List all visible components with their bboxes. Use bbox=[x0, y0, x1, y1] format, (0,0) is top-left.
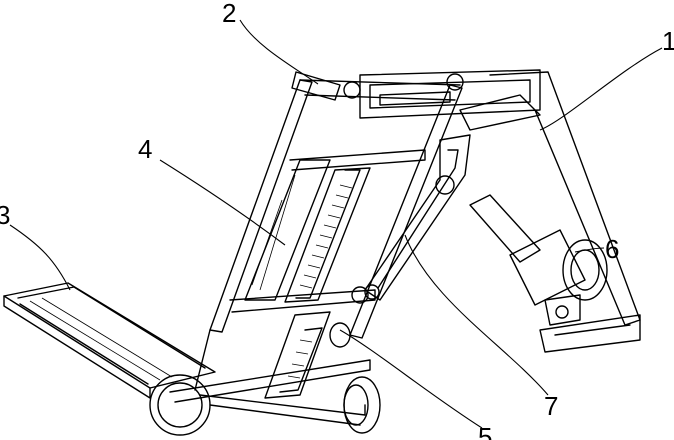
callout-6: 6 bbox=[605, 234, 619, 264]
callout-7: 7 bbox=[544, 391, 558, 421]
callout-5: 5 bbox=[478, 422, 492, 440]
pivot-link-arm bbox=[364, 134, 471, 301]
lift-carriage bbox=[264, 286, 369, 399]
callout-1: 1 bbox=[662, 26, 674, 56]
callout-3: 3 bbox=[0, 200, 10, 230]
top-handle-bracket bbox=[291, 69, 541, 119]
callout-2: 2 bbox=[222, 0, 236, 28]
mast-frame bbox=[194, 79, 463, 391]
rear-support-frame bbox=[459, 71, 641, 353]
base-frame bbox=[149, 359, 381, 436]
fork-platform bbox=[3, 282, 216, 399]
rack-column bbox=[244, 159, 371, 303]
leader-lines bbox=[9, 19, 663, 429]
drive-motor bbox=[469, 194, 608, 326]
callout-4: 4 bbox=[138, 134, 152, 164]
